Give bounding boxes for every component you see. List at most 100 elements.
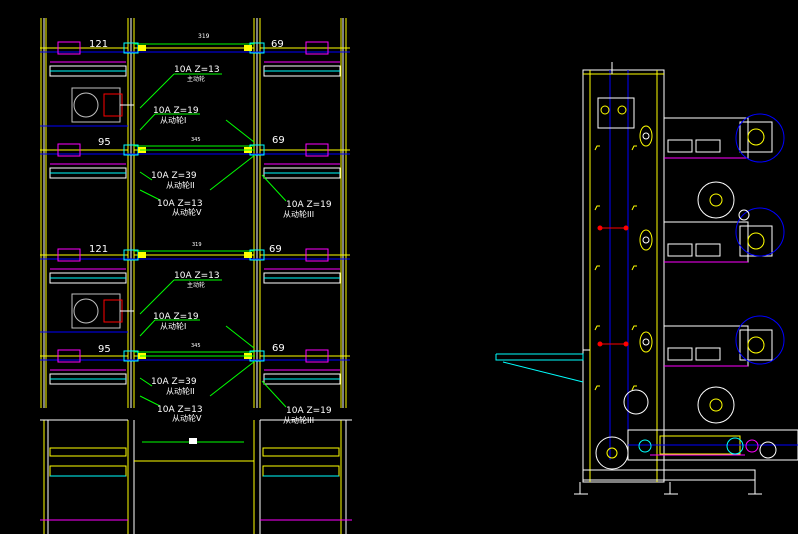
hook [594, 385, 600, 391]
hook [631, 265, 637, 271]
bottom-left-label-1: 10A Z=13 [157, 199, 203, 209]
roller-box-window [667, 347, 693, 361]
mid-label-1: 10A Z=19 [153, 106, 199, 116]
roller-box-pin [747, 232, 765, 250]
bearing [639, 229, 653, 251]
motors [40, 87, 134, 333]
dim-left-1: 121 [89, 39, 108, 50]
roller-box-pin [747, 128, 765, 146]
hook [631, 325, 637, 331]
motor [40, 87, 134, 127]
bearing [639, 331, 653, 353]
low-sub-2: 从动轮II [166, 386, 195, 396]
bearing-markers [639, 125, 653, 353]
right-view [495, 62, 798, 495]
roller-box-end [739, 121, 773, 153]
leader-line [139, 113, 156, 131]
right-chain [597, 225, 629, 347]
bottom-right-sub-1: 从动轮III [283, 209, 314, 219]
infeed-chute [495, 349, 590, 383]
leader-line [139, 171, 153, 181]
dim-right-1: 69 [271, 39, 284, 50]
roller-box [663, 117, 773, 159]
left-frame-columns [40, 18, 347, 408]
bearing-core [642, 132, 650, 140]
mid-label-2: 10A Z=19 [153, 312, 199, 322]
roller-box-window [667, 139, 693, 153]
hook [594, 145, 600, 151]
motor-label-1: 10A Z=13 [174, 65, 220, 75]
roller-box-window [695, 243, 721, 257]
roller-box-window [695, 347, 721, 361]
roller-boxes [663, 117, 773, 367]
hook [594, 325, 600, 331]
roller-box-pin [747, 336, 765, 354]
motor-sub-2: 主动轮 [187, 281, 205, 289]
leader-line [139, 319, 156, 337]
low-label-2: 10A Z=39 [151, 377, 197, 387]
leader-line [139, 189, 161, 201]
left-base-section [40, 419, 352, 534]
motor-end [73, 298, 99, 324]
shaft-row [40, 41, 350, 77]
row2-dim-mid-1: 345 [191, 137, 201, 143]
left-labels: 319 121 69 10A Z=13 主动轮 10A Z=19 从动轮I 95… [89, 33, 332, 425]
leader-line [225, 325, 255, 349]
shaft-row [40, 143, 350, 179]
dim-left-2: 121 [89, 244, 108, 255]
hub [305, 41, 329, 55]
bottom-right-label-1: 10A Z=19 [286, 200, 332, 210]
motor-sub-1: 主动轮 [187, 75, 205, 83]
roller-box-window [667, 243, 693, 257]
roller-box-window [695, 139, 721, 153]
bottom-left-label-2: 10A Z=13 [157, 405, 203, 415]
shaft-collar [138, 252, 146, 258]
top-dimension: 319 [198, 33, 210, 40]
shaft-collar [244, 252, 252, 258]
hook [594, 265, 600, 271]
left-frame-columns-white [43, 18, 344, 408]
leader-line [225, 119, 255, 143]
bearing-core [642, 338, 650, 346]
shaft-row [40, 248, 350, 284]
row2-dim-left-1: 95 [98, 137, 111, 148]
motor [40, 293, 134, 333]
left-view [40, 18, 352, 534]
leader-line [209, 360, 256, 397]
motor-label-2: 10A Z=13 [174, 271, 220, 281]
bottom-left-sub-1: 从动轮V [172, 207, 202, 217]
leader-line [261, 380, 287, 408]
bottom-right-sub-2: 从动轮III [283, 415, 314, 425]
dim-right-2: 69 [269, 244, 282, 255]
leader-line [209, 154, 256, 191]
row2-dim-left-2: 95 [98, 344, 111, 355]
hub [57, 41, 81, 55]
shaft-collar [138, 45, 146, 51]
bearing-core [642, 236, 650, 244]
leader-lines [139, 73, 287, 408]
hook [594, 205, 600, 211]
bearing [639, 125, 653, 147]
hook [631, 205, 637, 211]
leader-line [139, 377, 153, 387]
mid-sub-1: 从动轮I [160, 115, 186, 125]
roller-box [663, 325, 773, 367]
shaft-collar [244, 45, 252, 51]
leader-line [261, 174, 287, 202]
hub [57, 349, 81, 363]
hook [631, 385, 637, 391]
low-label-1: 10A Z=39 [151, 171, 197, 181]
bottom-conveyor [574, 429, 798, 495]
hub [305, 349, 329, 363]
leader-line [139, 395, 161, 407]
right-housing [582, 62, 665, 483]
hook [631, 145, 637, 151]
roller-box-end [739, 329, 773, 361]
hook-marks [594, 145, 637, 391]
row2-dim-right-2: 69 [272, 343, 285, 354]
hub [57, 143, 81, 157]
bottom-right-label-2: 10A Z=19 [286, 406, 332, 416]
hub [305, 248, 329, 262]
hub [57, 248, 81, 262]
